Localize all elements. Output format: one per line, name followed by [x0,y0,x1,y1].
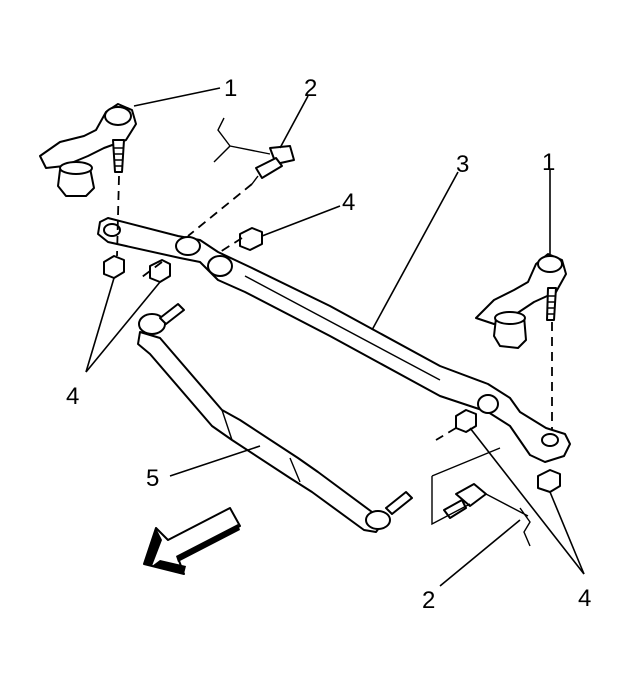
assembly-line-2 [187,183,253,237]
callout-5: 5 [146,465,159,492]
leader-1-left [133,87,221,107]
nut-top [239,227,263,251]
callout-2-top: 2 [304,75,317,102]
nut-right-b [537,469,561,493]
callout-1-left: 1 [224,75,237,102]
leader-4-left-a [85,277,115,373]
leader-5 [169,445,261,477]
nut-left-a [103,255,125,279]
nut-left-b [149,259,171,283]
outer-tie-rod-end-top [213,117,295,185]
assembly-line-3 [137,261,163,281]
assembly-line-6 [435,427,457,441]
leader-4-right-a [469,427,585,575]
callout-4-left: 4 [66,383,79,410]
leader-2-top [279,95,309,149]
nut-right-a [455,409,477,433]
callout-3: 3 [456,151,469,178]
assembly-line-1 [116,175,120,257]
callout-2-bottom: 2 [422,587,435,614]
callout-1-right: 1 [542,149,555,176]
outer-tie-rod-end-bottom [431,447,531,547]
idler-arm-left [39,103,137,197]
idler-arm-right [475,253,567,349]
leader-2-bottom [439,519,521,587]
assembly-line-4 [219,237,243,253]
leader-4-left-b [85,281,161,373]
callout-4-right: 4 [578,585,591,612]
tie-rod [137,303,413,533]
callout-4-top: 4 [342,189,355,216]
leader-4-right-b [549,491,585,575]
direction-arrow-icon [143,507,241,575]
leader-3 [371,171,459,331]
leader-4-top [261,205,341,237]
centre-link [97,217,571,463]
